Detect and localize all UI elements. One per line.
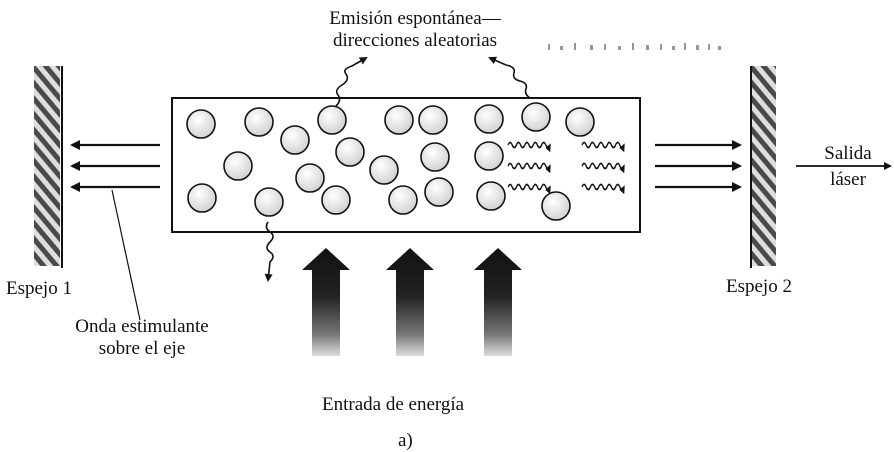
atom	[223, 151, 253, 181]
energy-arrow-2	[386, 248, 434, 356]
stimulating-line-1: Onda estimulante	[75, 316, 209, 337]
atom	[476, 181, 506, 211]
stimulated-wave-arrow	[507, 141, 551, 153]
atom	[280, 125, 310, 155]
atom	[474, 141, 504, 171]
right-beam-arrows	[655, 140, 742, 192]
atom	[254, 187, 284, 217]
atom	[321, 185, 351, 215]
atom	[541, 191, 571, 221]
atom	[565, 107, 595, 137]
atom	[187, 183, 217, 213]
atom	[384, 105, 414, 135]
output-line-2: láser	[830, 169, 866, 190]
spontaneous-emission-arrows	[264, 56, 531, 282]
mirror-2	[750, 66, 776, 268]
stimulated-wave-arrow	[581, 183, 625, 195]
spontaneous-arrow-2	[488, 56, 531, 99]
spontaneous-arrow-3	[264, 221, 274, 282]
spontaneous-line-1: Emisión espontánea—	[329, 8, 501, 29]
stimulated-wave-arrow	[507, 162, 551, 174]
atom	[335, 137, 365, 167]
atom	[420, 142, 450, 172]
atom	[418, 105, 448, 135]
atom	[388, 185, 418, 215]
stimulated-wave-arrow	[581, 141, 625, 153]
spontaneous-line-2: direcciones aleatorias	[332, 30, 498, 51]
atoms	[186, 102, 595, 221]
spontaneous-emission-label: Emisión espontánea— direcciones aleatori…	[300, 8, 530, 52]
scan-speckle	[548, 43, 721, 50]
spontaneous-arrow-1	[335, 57, 368, 107]
energy-arrow-3	[474, 248, 522, 356]
atom	[186, 109, 216, 139]
laser-output-label: Salida láser	[808, 144, 888, 190]
stimulating-wave-leader	[111, 189, 141, 321]
mirror-1	[34, 66, 63, 268]
stimulated-wave-arrow	[507, 183, 551, 195]
stimulating-line-2: sobre el eje	[98, 338, 186, 359]
energy-input-arrows	[302, 248, 522, 356]
atom	[317, 105, 347, 135]
atom	[424, 177, 454, 207]
stimulating-wave-label: Onda estimulante sobre el eje	[44, 316, 240, 360]
atom	[474, 104, 504, 134]
atom	[295, 163, 325, 193]
atom	[521, 102, 551, 132]
energy-input-label: Entrada de energía	[322, 394, 465, 415]
output-line-1: Salida	[824, 143, 872, 164]
stimulated-wave-arrow	[581, 162, 625, 174]
atom	[369, 155, 399, 185]
left-beam-arrows	[70, 140, 160, 192]
energy-arrow-1	[302, 248, 350, 356]
atom	[244, 107, 274, 137]
stimulated-emission-waves	[507, 141, 625, 195]
mirror-1-label: Espejo 1	[6, 278, 72, 299]
mirror-2-label: Espejo 2	[726, 276, 792, 297]
panel-label: a)	[398, 430, 413, 451]
